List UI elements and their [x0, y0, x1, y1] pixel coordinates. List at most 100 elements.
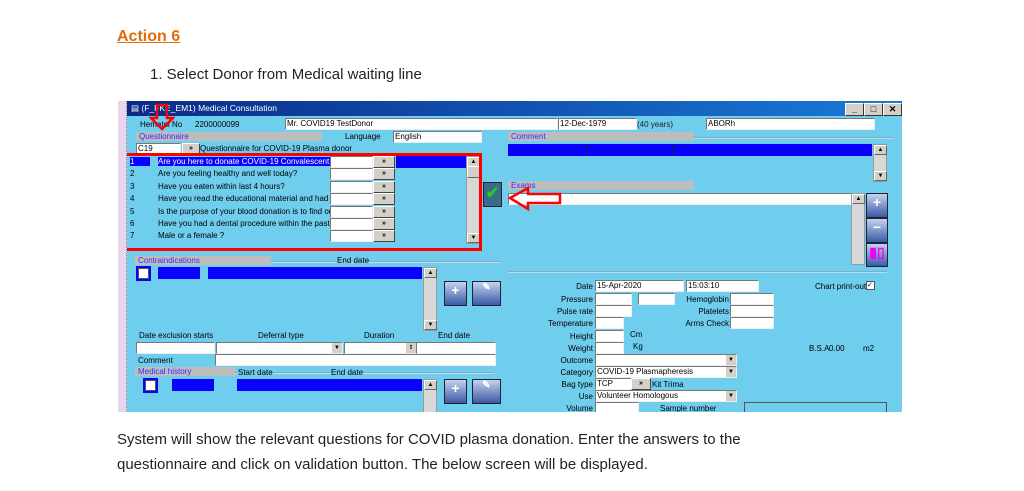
question-row[interactable]: 7 Male or a female ? » — [130, 230, 465, 243]
divider — [270, 261, 500, 263]
answer-lookup-button[interactable]: » — [373, 205, 395, 218]
height-field[interactable] — [595, 330, 624, 342]
date-label-label: Date — [576, 282, 593, 291]
pulse-label: Pulse rate — [556, 307, 593, 316]
add-contra-button[interactable]: + — [444, 281, 467, 306]
medhist-checkbox[interactable] — [143, 378, 158, 393]
add-exam-button[interactable]: + — [866, 193, 888, 218]
sample-number-label: Sample number — [660, 404, 717, 412]
temperature-label: Temperature — [548, 319, 593, 328]
exams-header: Exams — [508, 181, 694, 190]
remove-exam-button[interactable]: − — [866, 218, 888, 243]
contra-checkbox[interactable] — [136, 266, 151, 281]
contra-comment-field[interactable] — [215, 354, 496, 366]
height-label: Height — [569, 332, 593, 341]
pulse-field[interactable] — [595, 305, 632, 317]
bag-type-field[interactable]: TCP — [595, 378, 632, 390]
answer-lookup-button[interactable]: » — [373, 168, 395, 181]
question-row[interactable]: 3 Have you eaten within last 4 hours? » — [130, 180, 465, 193]
chevron-down-icon: ▼ — [726, 355, 736, 365]
kit-text: Kit Trima — [652, 380, 684, 389]
date-exclusion-field[interactable] — [136, 342, 215, 354]
chevron-down-icon: ▼ — [726, 391, 736, 401]
pressure-diastolic-field[interactable] — [638, 293, 675, 305]
medhist-dates-cell[interactable] — [237, 379, 422, 391]
answer-lookup-button[interactable]: » — [373, 156, 395, 168]
use-label-label: Use — [578, 392, 593, 401]
category-label-label: Category — [560, 368, 593, 377]
contra-scrollbar[interactable]: ▲▼ — [423, 267, 437, 331]
pressure-field[interactable] — [595, 293, 632, 305]
time-field[interactable]: 15:03:10 — [686, 280, 759, 292]
answer-lookup-button[interactable]: » — [373, 230, 395, 243]
volume-field[interactable] — [595, 402, 639, 412]
answer-field[interactable] — [330, 180, 373, 193]
contra-desc-cell[interactable] — [208, 267, 422, 279]
action-heading: Action 6 — [117, 28, 181, 45]
sample-number-field[interactable] — [744, 402, 887, 412]
end-date-label: End date — [438, 331, 471, 340]
category-select[interactable]: COVID-19 Plasmapheresis▼ — [595, 366, 737, 378]
answer-field[interactable] — [330, 168, 373, 181]
hemoglobin-field[interactable] — [730, 293, 774, 305]
question-row[interactable]: 6 Have you had a dental procedure within… — [130, 218, 465, 230]
question-text: Are you feeling healthy and well today? — [158, 169, 298, 179]
comment-row[interactable] — [508, 144, 872, 156]
bag-type-lookup-button[interactable]: » — [631, 378, 651, 390]
platelets-label: Platelets — [698, 307, 729, 316]
medhist-scrollbar[interactable]: ▲ — [423, 379, 437, 412]
validate-check-button[interactable]: ✔ — [483, 182, 502, 207]
blood-group-field[interactable]: ABORh — [706, 118, 875, 130]
question-row[interactable]: 5 Is the purpose of your blood donation … — [130, 205, 465, 218]
medhist-end-date-label: End date — [331, 368, 364, 377]
temperature-field[interactable] — [595, 317, 624, 329]
contra-code-cell[interactable] — [158, 267, 200, 279]
weight-field[interactable] — [595, 342, 624, 354]
question-number: 5 — [130, 206, 135, 216]
donor-name-field[interactable]: Mr. COVID19 TestDonor — [285, 118, 558, 130]
minimize-button[interactable]: _ — [845, 103, 864, 116]
date-field[interactable]: 15-Apr-2020 — [595, 280, 684, 292]
exams-scrollbar[interactable]: ▲ — [851, 193, 865, 265]
deferral-type-select[interactable]: ▼ — [216, 342, 343, 354]
platelets-field[interactable] — [730, 305, 774, 317]
question-row[interactable]: 2 Are you feeling healthy and well today… — [130, 168, 465, 181]
answer-field[interactable] — [330, 230, 373, 243]
outcome-select[interactable]: ▼ — [595, 354, 737, 366]
chart-printout-checkbox[interactable]: ✓ — [866, 281, 875, 290]
spinner-icon: ⇕ — [406, 343, 416, 353]
question-row[interactable]: 1 Are you here to donate COVID-19 Conval… — [130, 156, 466, 168]
question-text: Are you here to donate COVID-19 Convales… — [158, 157, 330, 166]
chevron-down-icon: ▼ — [726, 367, 736, 377]
page-margin-strip — [118, 101, 127, 412]
dob-field[interactable]: 12-Dec-1979 — [558, 118, 637, 130]
question-row[interactable]: 4 Have you read the educational material… — [130, 193, 465, 206]
tubes-icon[interactable]: ▮▯ — [866, 243, 888, 267]
close-button[interactable]: ✕ — [883, 103, 902, 116]
use-select[interactable]: Volunteer Homologous▼ — [595, 390, 737, 402]
answer-lookup-button[interactable]: » — [373, 218, 395, 230]
end-date-field[interactable] — [416, 342, 496, 354]
answer-field[interactable] — [330, 193, 373, 206]
chart-printout-label: Chart print-out — [815, 282, 867, 291]
comment-scrollbar[interactable]: ▲▼ — [873, 144, 887, 182]
contra-end-date-label: End date — [337, 256, 370, 265]
edit-medhist-button[interactable]: ✎ — [472, 379, 501, 404]
add-medhist-button[interactable]: + — [444, 379, 467, 404]
body-line-1: System will show the relevant questions … — [117, 431, 741, 448]
answer-field[interactable] — [330, 156, 373, 168]
medical-consultation-window: ▤ (F_FKE_EM1) Medical Consultation _ □ ✕… — [127, 101, 902, 412]
language-field[interactable]: English — [393, 131, 482, 143]
deferral-type-label: Deferral type — [258, 331, 304, 340]
medhist-code-cell[interactable] — [172, 379, 214, 391]
answer-field[interactable] — [330, 205, 373, 218]
answer-lookup-button[interactable]: » — [373, 193, 395, 206]
duration-stepper[interactable]: ⇕ — [344, 342, 417, 354]
date-exclusion-label: Date exclusion starts — [139, 331, 214, 340]
arms-field[interactable] — [730, 317, 774, 329]
maximize-button[interactable]: □ — [864, 103, 883, 116]
answer-field[interactable] — [330, 218, 373, 230]
edit-contra-button[interactable]: ✎ — [472, 281, 501, 306]
questions-scrollbar[interactable]: ▲▼ — [466, 156, 480, 244]
answer-lookup-button[interactable]: » — [373, 180, 395, 193]
